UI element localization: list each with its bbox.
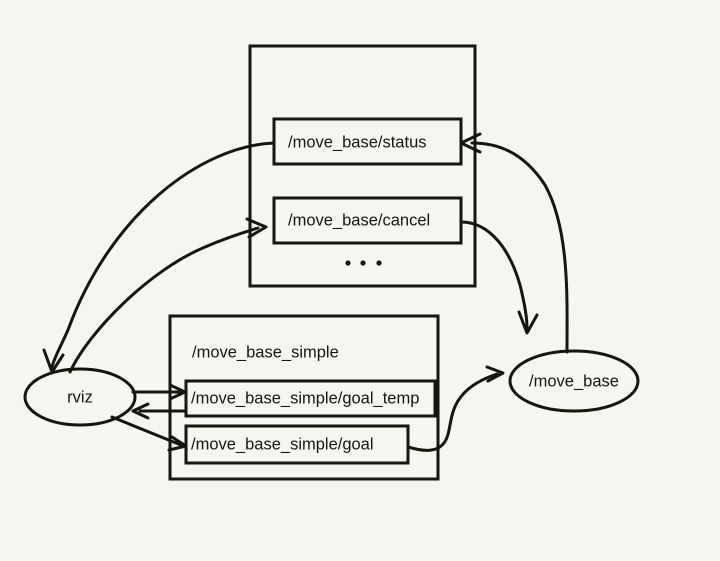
node-rviz[interactable]	[23, 367, 137, 427]
topic-box-move-base-cancel[interactable]	[272, 196, 463, 245]
ellipsis-icon	[345, 260, 382, 266]
group-label-move-base-simple: /move_base_simple	[192, 343, 339, 361]
edge-rviz-to-goal-temp	[131, 383, 187, 401]
edge-rviz-to-cancel	[68, 217, 268, 374]
edge-goal-to-move-base	[406, 365, 505, 452]
edge-cancel-to-move-base	[459, 220, 539, 335]
edge-goal-temp-to-rviz	[131, 402, 188, 420]
topic-label-move-base-cancel: /move_base/cancel	[288, 211, 430, 229]
topic-label-goal: /move_base_simple/goal	[191, 435, 374, 453]
edge-move-base-to-status	[459, 132, 569, 354]
node-move-base[interactable]	[508, 349, 640, 413]
group-move-base	[248, 44, 477, 288]
node-label-rviz: rviz	[67, 388, 93, 406]
edge-rviz-to-goal	[110, 415, 188, 452]
edge-status-to-rviz	[42, 141, 276, 374]
topic-label-move-base-status: /move_base/status	[288, 133, 427, 151]
node-label-move-base: /move_base	[529, 372, 619, 390]
topic-box-goal-temp[interactable]	[184, 379, 437, 418]
topic-label-goal-temp: /move_base_simple/goal_temp	[191, 389, 419, 407]
